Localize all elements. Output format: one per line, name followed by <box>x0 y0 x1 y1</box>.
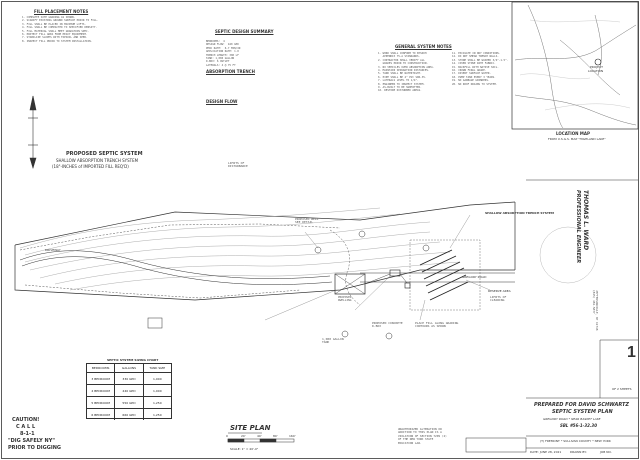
general-notes-right: 11. EXCAVATE IN DRY CONDITIONS. 12. DO N… <box>452 52 509 86</box>
property-boundary <box>14 201 516 301</box>
scale-tick: 20' <box>241 434 246 438</box>
proposed-system-title: PROPOSED SEPTIC SYSTEM <box>66 151 143 157</box>
engineer-name: THOMAS L. WARD <box>582 190 589 251</box>
map-label-project: PROJECT <box>590 65 603 69</box>
distribution-box <box>404 282 411 289</box>
map-label-location: LOCATION <box>588 69 604 73</box>
limits-clearing-label: LIMITS OF CLEARING <box>490 296 507 303</box>
road-label: GREGORY ROAD <box>462 275 487 279</box>
proposed-system-sub2: (18"-INCHES of IMPORTED FILL REQ'D) <box>52 164 129 169</box>
general-notes-heading: GENERAL SYSTEM NOTES <box>395 44 452 49</box>
detail-marker-icon <box>358 230 366 238</box>
proposed-well-icon <box>314 246 322 254</box>
firm-address: JEFFERSONVILLE, NY 12748 (845) 482-5837 <box>591 290 598 331</box>
trench-system-label: SHALLOW ABSORPTION TRENCH SYSTEM <box>485 211 554 215</box>
table-row: 6 BEDROOM 660 GPD 1,250 <box>87 409 171 420</box>
table-row: 3 BEDROOM 330 GPD 1,000 <box>87 373 171 385</box>
sbl-number: SBL #56-1-32.30 <box>560 423 597 428</box>
town-county: (T) FREMONT * SULLIVAN COUNTY * NEW YORK <box>540 439 611 443</box>
project-location-icon <box>594 58 602 66</box>
drawing-date: DATE: JUNE 28, 2021 <box>530 450 562 454</box>
existing-structure <box>147 317 163 329</box>
engineer-seal-icon <box>539 226 597 284</box>
tree-line <box>19 223 361 306</box>
north-arrow-icon <box>28 95 38 170</box>
site-plan-scale: SCALE: 1" = 40'-0" <box>230 447 259 451</box>
prepared-for: PREPARED FOR DAVID SCHWARTZ <box>534 402 630 408</box>
scale-tick: 80' <box>273 434 278 438</box>
unauthorized-alteration-note: UNAUTHORIZED ALTERATION OR ADDITION TO T… <box>398 428 447 445</box>
system-summary-body: BEDROOMS: 4 DESIGN FLOW: 440 GPD PERC RA… <box>206 40 241 67</box>
stamp-bar <box>465 437 527 453</box>
detail-marker-icon <box>385 332 393 340</box>
dwelling-label: PROPOSED DWELLING <box>338 296 352 303</box>
scale-bar <box>227 438 295 443</box>
location-map-frame <box>511 1 639 130</box>
drawn-by: DRAWN BY: <box>570 450 587 454</box>
scale-tick: 0 <box>226 434 228 438</box>
driveway-label: DRIVEWAY <box>45 248 61 252</box>
septic-tank <box>389 269 401 277</box>
proposed-well-label: PROPOSED WELL SEE DETAIL <box>295 218 319 225</box>
detail-marker-icon <box>341 330 349 338</box>
sizing-table: SEPTIC SYSTEM SIZING CHART BEDROOMS GALL… <box>86 359 172 420</box>
sheet-of: OF 2 SHEETS <box>612 387 632 391</box>
design-flow-heading: DESIGN FLOW <box>206 99 238 104</box>
system-summary-heading: SEPTIC DESIGN SUMMARY <box>215 29 274 34</box>
plan-name: SEPTIC SYSTEM PLAN <box>552 409 613 415</box>
job-number: JOB NO. <box>600 450 612 454</box>
sizing-table-title: SEPTIC SYSTEM SIZING CHART <box>107 358 159 362</box>
location-map-source: FROM U.S.G.S. MAP "HIGHLAND LAKE" <box>548 137 606 141</box>
sizing-table-header: BEDROOMS GALLONS TANK SIZE <box>87 364 171 373</box>
dbox-label: PROPOSED CONCRETE D-BOX <box>372 322 403 329</box>
limits-fill-label: LIMITS OF DISTURBANCE <box>228 162 248 169</box>
scale-tick: 40' <box>257 434 262 438</box>
absorption-trench-heading: ABSORPTION TRENCH <box>206 69 255 74</box>
reserve-area-label: RESERVE AREA <box>488 289 511 293</box>
absorption-trenches <box>419 249 469 301</box>
location-map-caption: LOCATION MAP <box>556 131 590 136</box>
location-map-roads <box>514 4 637 129</box>
site-plan-label: SITE PLAN <box>230 424 271 432</box>
topographic-contours <box>19 207 461 291</box>
scale-tick: 160' <box>289 434 296 438</box>
tank-label: 1,000 GALLON TANK <box>322 338 344 345</box>
general-notes-left: 1. WORK SHALL CONFORM TO NYSDOH APPENDIX… <box>378 52 435 93</box>
trench-fill-area <box>409 239 481 311</box>
proposed-system-sub1: SHALLOW ABSORPTION TRENCH SYSTEM <box>56 158 139 163</box>
table-row: 5 BEDROOM 550 GPD 1,250 <box>87 397 171 409</box>
engineer-title: PROFESSIONAL ENGINEER <box>575 190 581 264</box>
fill-notes-body: 1. COMPLETE SITE GRADING AS SHOWN. 2. SC… <box>22 16 99 43</box>
detail-marker-icon <box>422 244 430 252</box>
project-location: GREGORY ROAD * NEAR BASKET LAKE <box>543 417 601 421</box>
sheet-number: 1 <box>627 344 636 361</box>
fill-grade-label: PLACE FILL ALONG GRADING CONTOURS AS SHO… <box>415 322 459 329</box>
table-row: 4 BEDROOM 440 GPD 1,000 <box>87 385 171 397</box>
driveway <box>19 250 333 285</box>
fill-notes-heading: FILL PLACEMENT NOTES <box>34 9 89 14</box>
